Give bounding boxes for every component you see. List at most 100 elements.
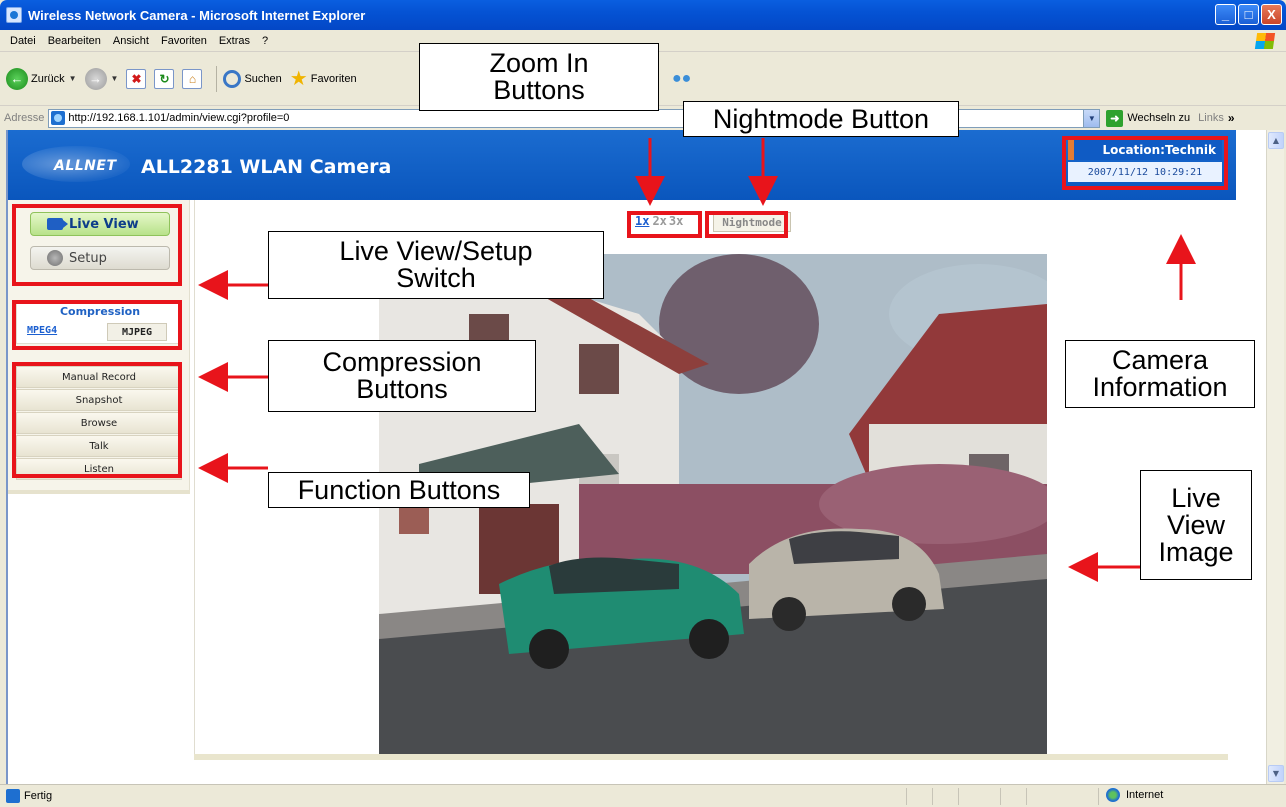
menu-ansicht[interactable]: Ansicht — [112, 34, 149, 47]
stop-icon: ✖ — [126, 68, 147, 89]
refresh-button[interactable]: ↻ — [154, 68, 175, 89]
status-divider — [958, 788, 959, 805]
compression-panel: Compression MPEG4 MJPEG — [16, 302, 182, 344]
green-car-windows — [549, 557, 679, 594]
zoom-2x-button[interactable]: 2x — [652, 214, 667, 228]
switch-callout: Live View/Setup Switch — [268, 231, 604, 299]
search-button[interactable]: Suchen — [223, 69, 282, 88]
go-label: Wechseln zu — [1127, 112, 1191, 124]
address-dropdown-icon[interactable]: ▼ — [1083, 109, 1100, 127]
nightmode-callout: Nightmode Button — [683, 101, 959, 137]
home-button[interactable]: ⌂ — [182, 68, 203, 89]
sidebar-footer — [8, 490, 190, 494]
sidebar: Live View Setup Compression MPEG4 MJPEG … — [8, 200, 190, 490]
zoom-buttons: 1x 2x 3x — [633, 214, 684, 228]
address-label: Adresse — [4, 112, 45, 124]
back-dropdown-icon[interactable]: ▼ — [68, 74, 77, 83]
car-wheel — [892, 587, 926, 621]
back-button[interactable]: ← Zurück ▼ — [6, 67, 77, 90]
window-controls: _ □ X — [1215, 4, 1282, 25]
favorites-button[interactable]: ★ Favoriten — [290, 69, 357, 89]
menu-favoriten[interactable]: Favoriten — [160, 34, 207, 47]
menu-help[interactable]: ? — [262, 34, 269, 47]
compression-title: Compression — [59, 305, 141, 318]
status-text: Fertig — [24, 790, 53, 802]
internet-globe-icon — [1106, 788, 1120, 802]
car-wheel — [772, 597, 806, 631]
favorites-label: Favoriten — [310, 72, 357, 85]
refresh-icon: ↻ — [154, 68, 175, 89]
go-arrow-icon: ➜ — [1106, 109, 1124, 127]
search-label: Suchen — [244, 72, 282, 85]
setup-button[interactable]: Setup — [30, 246, 170, 270]
car-wheel — [689, 619, 729, 659]
status-divider — [1098, 788, 1099, 805]
back-label: Zurück — [31, 72, 65, 85]
nightmode-highlight — [705, 211, 788, 238]
toolbar-divider — [216, 65, 218, 92]
live-view-image — [379, 254, 1047, 754]
forward-button[interactable]: → ▼ — [84, 67, 119, 90]
security-zone-label: Internet — [1126, 789, 1164, 801]
content-footer — [194, 754, 1228, 760]
zoom-1x-button[interactable]: 1x — [635, 214, 650, 228]
maximize-button[interactable]: □ — [1238, 4, 1259, 25]
house-window — [579, 344, 619, 394]
setup-gear-icon — [47, 250, 63, 266]
search-icon — [223, 69, 242, 88]
silver-car-windows — [789, 531, 899, 564]
page-icon — [51, 111, 66, 125]
menu-bearbeiten[interactable]: Bearbeiten — [47, 34, 101, 47]
mpeg4-button[interactable]: MPEG4 — [27, 325, 58, 336]
allnet-logo — [22, 146, 130, 182]
go-button[interactable]: ➜ Wechseln zu — [1106, 109, 1191, 127]
messenger-icon[interactable]: ●● — [672, 70, 692, 87]
manual-record-button[interactable]: Manual Record — [16, 366, 182, 388]
status-bar: Fertig Internet — [0, 784, 1286, 807]
minimize-button[interactable]: _ — [1215, 4, 1236, 25]
video-camera-icon — [47, 218, 68, 230]
live-image-callout: Live View Image — [1140, 470, 1252, 580]
function-highlight — [12, 362, 182, 478]
zoom-highlight — [627, 211, 702, 238]
menu-extras[interactable]: Extras — [218, 34, 251, 47]
menu-datei[interactable]: Datei — [10, 34, 36, 47]
forward-arrow-icon: → — [84, 67, 107, 90]
scroll-down-icon[interactable]: ▼ — [1268, 765, 1284, 782]
home-icon: ⌂ — [182, 68, 203, 89]
camera-banner: ALLNET ALL2281 WLAN Camera Location:Tech… — [8, 130, 1236, 200]
compression-highlight — [12, 300, 182, 350]
vertical-scrollbar[interactable]: ▲ ▼ — [1266, 130, 1284, 784]
close-button[interactable]: X — [1261, 4, 1282, 25]
star-icon: ★ — [289, 67, 308, 90]
live-view-content: 1x 2x 3x Nightmode — [194, 200, 1228, 760]
camera-location: Location:Technik — [1068, 140, 1222, 160]
browse-button[interactable]: Browse — [16, 412, 182, 434]
links-chevron-icon[interactable]: » — [1227, 111, 1235, 125]
camera-information: Location:Technik 2007/11/12 10:29:21 — [1068, 140, 1222, 186]
zoom-in-callout: Zoom In Buttons — [419, 43, 659, 111]
live-view-button[interactable]: Live View — [30, 212, 170, 236]
page-status-icon — [6, 789, 20, 803]
brand-logo-text: ALLNET — [54, 158, 117, 174]
scroll-up-icon[interactable]: ▲ — [1268, 132, 1284, 149]
stop-button[interactable]: ✖ — [126, 68, 147, 89]
zoom-3x-button[interactable]: 3x — [668, 214, 684, 228]
camera-info-highlight — [1062, 136, 1228, 190]
camera-datetime: 2007/11/12 10:29:21 — [1068, 162, 1222, 182]
links-label[interactable]: Links — [1198, 112, 1224, 124]
camera-title: ALL2281 WLAN Camera — [141, 156, 392, 178]
status-divider — [1000, 788, 1001, 805]
function-callout: Function Buttons — [268, 472, 530, 508]
camera-scene — [379, 254, 1047, 754]
address-url: http://192.168.1.101/admin/view.cgi?prof… — [68, 112, 290, 124]
camera-info-callout: Camera Information — [1065, 340, 1255, 408]
window-titlebar: Wireless Network Camera - Microsoft Inte… — [0, 0, 1286, 30]
forward-dropdown-icon[interactable]: ▼ — [110, 74, 119, 83]
hedge — [819, 464, 1047, 544]
mjpeg-button[interactable]: MJPEG — [107, 323, 167, 341]
back-arrow-icon: ← — [6, 67, 28, 90]
windows-logo-icon — [1254, 33, 1276, 49]
tree-top-center — [659, 254, 819, 394]
security-zone: Internet — [1106, 788, 1163, 802]
